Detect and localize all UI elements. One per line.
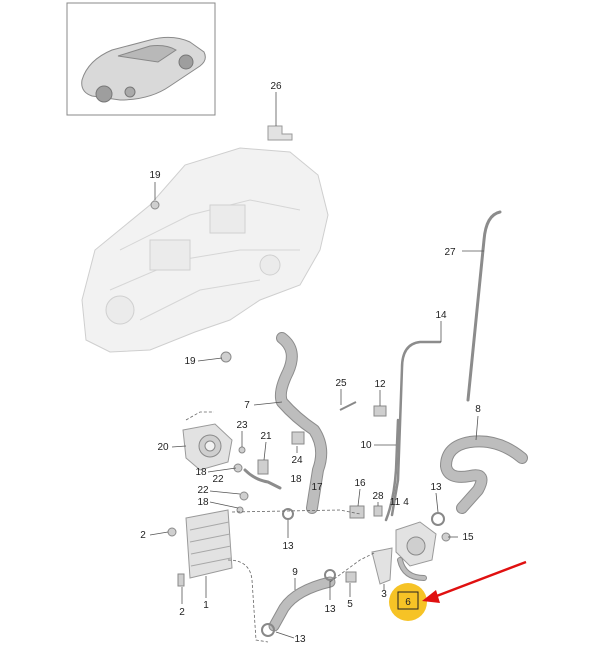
leader-lines [149,92,484,639]
dashed-connector [227,559,269,643]
callout-15: 15 [462,532,474,543]
clip-5 [345,571,357,583]
pipe-14 [390,340,442,517]
callout-2: 2 [140,530,146,541]
hose-7 [274,332,328,514]
callout-9: 9 [292,567,298,578]
callout-13: 13 [324,604,336,615]
sensor-24 [291,431,305,445]
callout-13: 13 [282,541,294,552]
dashed-connector [329,551,377,583]
callout-8: 8 [475,404,481,415]
bolt-19-upper [150,200,160,210]
callout-16: 16 [354,478,366,489]
callout-13: 13 [430,482,442,493]
thermostat-housing-4 [395,521,437,581]
callout-12: 12 [374,379,386,390]
dashed-connector [231,509,361,515]
callout-22: 22 [212,474,224,485]
callout-14: 14 [435,310,447,321]
oil-cooler-1 [185,509,233,579]
callout-7: 7 [244,400,250,411]
bolt-19-lower [220,351,232,363]
hose-9 [268,576,336,632]
callout-4: 4 [403,497,409,508]
connector-28 [373,505,383,517]
callout-24: 24 [291,455,303,466]
callout-18: 18 [197,497,209,508]
callout-labels: 26 19 27 14 19 25 12 7 8 10 23 21 20 24 … [140,81,481,645]
callout-13: 13 [294,634,306,645]
callout-6: 6 [405,597,411,608]
clamp-13-d [261,623,275,637]
clip-16 [349,505,365,519]
callout-1: 1 [203,600,209,611]
callout-18: 18 [290,474,302,485]
red-arrow [422,560,527,603]
bracket-26 [267,125,293,141]
clamp-13-a [431,512,445,526]
callout-22: 22 [197,485,209,496]
bolt-2-b [177,573,185,587]
callout-23: 23 [236,420,248,431]
callout-25: 25 [335,378,347,389]
callout-18: 18 [195,467,207,478]
clip-21 [257,459,269,475]
car-thumbnail [66,2,216,116]
callout-11: 11 [390,497,401,508]
callout-5: 5 [347,599,353,610]
hose-18 [243,468,282,490]
callout-26: 26 [270,81,282,92]
dashed-connector [185,411,214,421]
callout-28: 28 [372,491,384,502]
bolt-2-a [167,527,177,537]
callout-17: 17 [311,482,323,493]
callout-19: 19 [149,170,161,181]
hose-8 [440,435,528,514]
clamp-13-c [324,569,336,581]
callout-10: 10 [360,440,372,451]
pump-20 [182,423,233,471]
transmission-housing [81,147,329,353]
nut-23 [238,446,246,454]
callout-27: 27 [444,247,456,258]
clip-12 [373,405,387,417]
bracket-3 [371,547,393,585]
bolt-25 [339,401,357,411]
callout-3: 3 [381,589,387,600]
callout-21: 21 [260,431,272,442]
clamp-13-b [282,508,294,520]
callout-20: 20 [157,442,169,453]
callout-2: 2 [179,607,185,618]
pipe-10 [384,418,400,522]
pipe-27 [466,210,502,402]
callout-19: 19 [184,356,196,367]
highlight-box [397,591,419,610]
washer-22-b [239,491,249,501]
